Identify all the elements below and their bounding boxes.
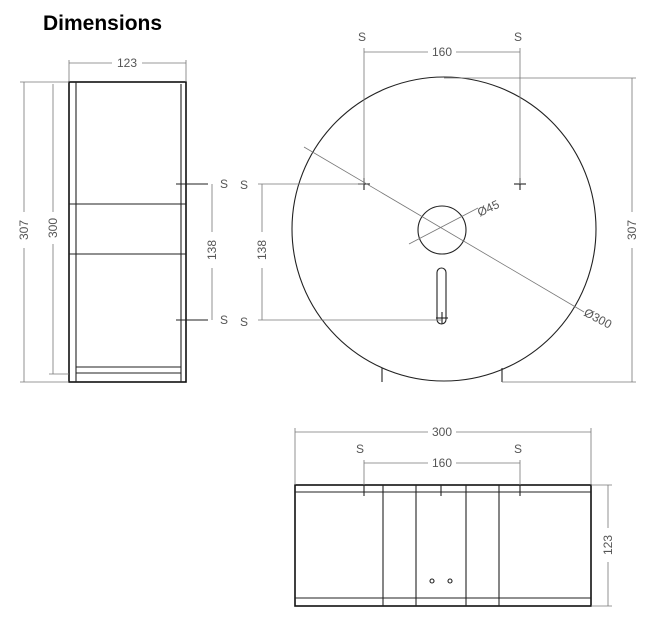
side-view-width-label: 123	[117, 56, 137, 70]
front-view-screw-right-label: S	[514, 30, 522, 44]
page-title: Dimensions	[43, 12, 163, 35]
front-view-hole-leader	[408, 207, 479, 245]
bottom-view-width-label: 300	[432, 425, 452, 439]
bottom-view-screw-spacing-label: 160	[432, 456, 452, 470]
side-view-screw-spacing-label: 138	[205, 240, 219, 260]
front-view-height-label: 307	[625, 220, 639, 240]
bottom-view-hole-right	[447, 578, 453, 584]
bottom-view-depth-label: 123	[601, 535, 615, 555]
side-view-body	[68, 81, 187, 383]
front-view-hole-diameter-label: Ø45	[475, 197, 502, 219]
front-view-body-diameter-label: Ø300	[582, 305, 615, 331]
side-view: 123 307 300 138 S S	[17, 56, 228, 383]
front-view-diameter-leader	[303, 146, 585, 313]
side-view-screw-top-label: S	[220, 177, 228, 191]
front-view-vertical-spacing-label: 138	[255, 240, 269, 260]
front-view-screw-left-label: S	[358, 30, 366, 44]
front-view-center-hole	[417, 205, 467, 255]
side-view-height-inner-label: 300	[46, 218, 60, 238]
front-view-screw-spacing-label: 160	[432, 45, 452, 59]
front-view-body-circle	[291, 76, 597, 382]
bottom-view-screw-right-label: S	[514, 442, 522, 456]
bottom-view-body	[294, 484, 592, 607]
front-view: 160 S S Ø45 Ø300 307 138 S S	[240, 30, 639, 383]
front-view-screw-lower-label: S	[240, 315, 248, 329]
front-view-screw-upper-label: S	[240, 178, 248, 192]
side-view-height-outer-label: 307	[17, 220, 31, 240]
bottom-view-screw-left-label: S	[356, 442, 364, 456]
bottom-view-hole-left	[429, 578, 435, 584]
bottom-view: 300 160 S S 123	[294, 425, 615, 607]
side-view-screw-bottom-label: S	[220, 313, 228, 327]
